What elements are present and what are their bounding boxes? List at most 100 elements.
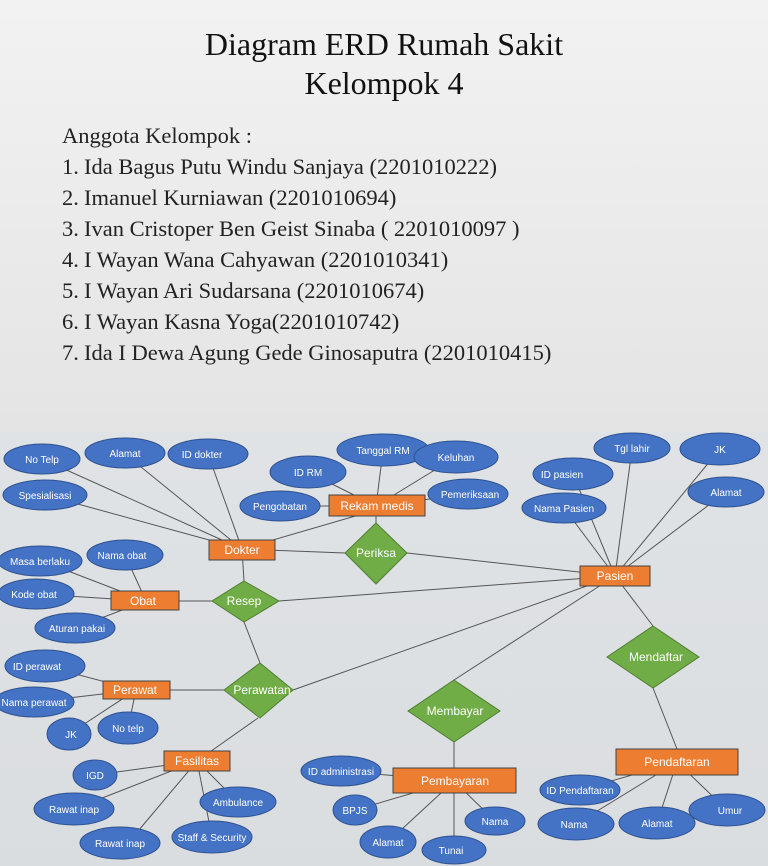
attr-rawat-inap-1: Rawat inap <box>33 792 115 826</box>
svg-text:Tanggal RM: Tanggal RM <box>356 446 409 457</box>
svg-text:ID Pendaftaran: ID Pendaftaran <box>546 786 613 797</box>
relationships: Periksa Resep Perawatan Membayar Mendaft… <box>211 522 700 743</box>
member-item: 1.Ida Bagus Putu Windu Sanjaya (22010102… <box>62 154 498 179</box>
svg-text:Rekam medis: Rekam medis <box>340 499 413 513</box>
svg-text:Periksa: Periksa <box>356 546 396 560</box>
svg-text:ID pasien: ID pasien <box>541 470 583 481</box>
entity-perawat: Perawat <box>102 680 171 700</box>
attr-alamat-dokter: Alamat <box>84 437 166 469</box>
svg-text:JK: JK <box>714 445 726 456</box>
attr-id-perawat: ID perawat <box>4 649 86 683</box>
svg-text:Tunai: Tunai <box>439 846 464 857</box>
svg-text:Mendaftar: Mendaftar <box>629 650 683 664</box>
svg-text:Dokter: Dokter <box>224 543 259 557</box>
entity-pasien: Pasien <box>579 565 651 587</box>
svg-text:Nama Pasien: Nama Pasien <box>534 504 594 515</box>
member-item: 4.I Wayan Wana Cahyawan (2201010341) <box>62 247 449 272</box>
attr-spesialisasi: Spesialisasi <box>2 479 88 511</box>
svg-text:ID administrasi: ID administrasi <box>308 767 374 778</box>
attr-id-pendaftaran: ID Pendaftaran <box>539 774 621 806</box>
entity-dokter: Dokter <box>208 539 276 561</box>
attr-bpjs: BPJS <box>332 794 378 826</box>
attr-alamat-bayar: Alamat <box>359 825 417 859</box>
svg-text:Alamat: Alamat <box>641 819 672 830</box>
attr-id-dokter: ID dokter <box>167 438 249 470</box>
rel-mendaftar: Mendaftar <box>606 625 700 689</box>
svg-text:JK: JK <box>65 730 77 741</box>
svg-text:Pendaftaran: Pendaftaran <box>644 755 709 769</box>
svg-text:Pasien: Pasien <box>597 569 634 583</box>
svg-text:Ambulance: Ambulance <box>213 798 263 809</box>
svg-text:Spesialisasi: Spesialisasi <box>19 491 72 502</box>
entities: Dokter Rekam medis Pasien Obat Perawat F… <box>102 494 739 794</box>
svg-text:Obat: Obat <box>130 594 157 608</box>
rel-periksa: Periksa <box>344 522 408 585</box>
diagram-title: Diagram ERD Rumah Sakit <box>204 26 564 62</box>
member-item: 5.I Wayan Ari Sudarsana (2201010674) <box>62 278 425 303</box>
svg-text:Staff & Security: Staff & Security <box>178 833 247 844</box>
erd-diagram: No Telp Alamat ID dokter Spesialisasi Ta… <box>0 432 768 866</box>
attr-masa-berlaku: Masa berlaku <box>0 545 83 577</box>
attr-pengobatan: Pengobatan <box>239 490 321 522</box>
member-item: 3.Ivan Cristoper Ben Geist Sinaba ( 2201… <box>62 216 520 241</box>
svg-text:Alamat: Alamat <box>710 488 741 499</box>
attr-jk-pasien: JK <box>679 432 761 466</box>
svg-text:ID RM: ID RM <box>294 468 322 479</box>
attr-jk-perawat: JK <box>46 717 92 751</box>
rel-perawatan: Perawatan <box>223 662 294 719</box>
rel-resep: Resep <box>211 580 280 623</box>
entity-rekam-medis: Rekam medis <box>328 494 426 517</box>
attr-nama-obat: Nama obat <box>86 539 164 571</box>
svg-text:IGD: IGD <box>86 771 104 782</box>
svg-text:Pengobatan: Pengobatan <box>253 502 307 513</box>
attr-pemeriksaan: Pemeriksaan <box>427 478 509 510</box>
svg-text:No telp: No telp <box>112 724 144 735</box>
svg-text:Nama: Nama <box>482 817 509 828</box>
attr-alamat-pasien: Alamat <box>687 476 765 508</box>
svg-text:Masa berlaku: Masa berlaku <box>10 557 70 568</box>
svg-text:Nama perawat: Nama perawat <box>1 698 66 709</box>
attributes: No Telp Alamat ID dokter Spesialisasi Ta… <box>0 432 766 865</box>
attr-no-telp-perawat: No telp <box>97 711 159 745</box>
member-item: 7.Ida I Dewa Agung Gede Ginosaputra (220… <box>62 340 552 365</box>
attr-alamat-daftar: Alamat <box>618 806 696 840</box>
erd-canvas: No Telp Alamat ID dokter Spesialisasi Ta… <box>0 432 766 865</box>
attr-tunai: Tunai <box>421 835 487 865</box>
member-heading: Anggota Kelompok : <box>62 123 252 148</box>
svg-text:Alamat: Alamat <box>372 838 403 849</box>
member-item: 6.I Wayan Kasna Yoga(2201010742) <box>62 309 400 334</box>
svg-text:Umur: Umur <box>718 806 743 817</box>
svg-text:Tgl lahir: Tgl lahir <box>614 444 650 455</box>
attr-igd: IGD <box>72 759 118 791</box>
svg-text:Keluhan: Keluhan <box>438 453 475 464</box>
attr-nama-daftar: Nama <box>537 807 615 841</box>
rel-membayar: Membayar <box>407 679 501 743</box>
svg-text:Fasilitas: Fasilitas <box>175 754 219 768</box>
attr-id-administrasi: ID administrasi <box>300 755 382 787</box>
attr-nama-perawat: Nama perawat <box>0 686 75 718</box>
group-title: Kelompok 4 <box>304 65 464 101</box>
svg-text:Nama obat: Nama obat <box>98 551 147 562</box>
member-list: Anggota Kelompok : 1.Ida Bagus Putu Wind… <box>62 120 551 368</box>
svg-text:ID dokter: ID dokter <box>182 450 223 461</box>
attr-ambulance: Ambulance <box>199 786 277 818</box>
svg-text:ID perawat: ID perawat <box>13 662 62 673</box>
attr-id-pasien: ID pasien <box>532 457 614 491</box>
title-slide: Diagram ERD Rumah Sakit Kelompok 4 Anggo… <box>0 0 768 432</box>
svg-text:Perawat: Perawat <box>113 683 158 697</box>
attr-no-telp: No Telp <box>3 443 81 475</box>
attr-staff-security: Staff & Security <box>171 820 253 854</box>
svg-text:Alamat: Alamat <box>109 449 140 460</box>
attr-nama-bayar: Nama <box>464 806 526 836</box>
svg-text:BPJS: BPJS <box>342 806 367 817</box>
entity-pembayaran: Pembayaran <box>392 767 517 794</box>
entity-obat: Obat <box>110 590 180 611</box>
entity-fasilitas: Fasilitas <box>163 750 231 772</box>
svg-text:Aturan pakai: Aturan pakai <box>49 624 105 635</box>
svg-text:Rawat inap: Rawat inap <box>49 805 99 816</box>
attr-aturan-pakai: Aturan pakai <box>34 612 116 644</box>
svg-text:Kode obat: Kode obat <box>11 590 57 601</box>
attr-rawat-inap-2: Rawat inap <box>79 826 161 860</box>
entity-pendaftaran: Pendaftaran <box>615 748 739 776</box>
svg-text:Membayar: Membayar <box>427 704 484 718</box>
